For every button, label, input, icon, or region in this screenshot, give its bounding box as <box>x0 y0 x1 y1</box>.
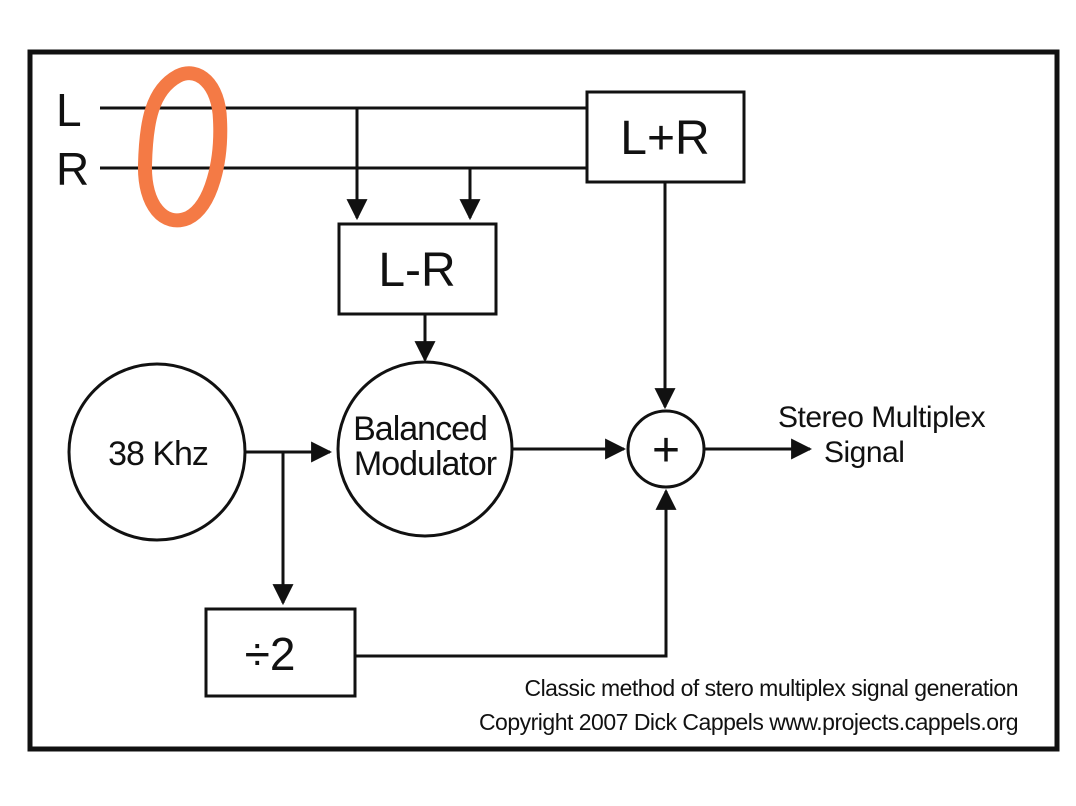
divider-to-adder-arrow <box>355 488 677 658</box>
divider-block <box>204 607 357 698</box>
caption-line1: Classic method of stero multiplex signal… <box>524 675 1018 701</box>
output-label-line2: Signal <box>824 436 904 469</box>
modulator-label-line1: Balanced <box>353 410 487 448</box>
annotation-marker <box>137 66 228 228</box>
input-right-label: R <box>56 143 89 195</box>
difference-block-label: L-R <box>378 244 455 297</box>
caption-line2: Copyright 2007 Dick Cappels www.projects… <box>479 709 1018 735</box>
modulator-label-line2: Modulator <box>354 445 497 483</box>
adder-symbol: + <box>652 424 680 477</box>
output-label-line1: Stereo Multiplex <box>778 401 986 434</box>
input-left-label: L <box>56 84 82 136</box>
divider-block-label: ÷2 <box>245 628 296 680</box>
difference-block <box>337 222 498 316</box>
sum-block-label: L+R <box>620 112 709 165</box>
oscillator-label: 38 Khz <box>108 435 208 473</box>
